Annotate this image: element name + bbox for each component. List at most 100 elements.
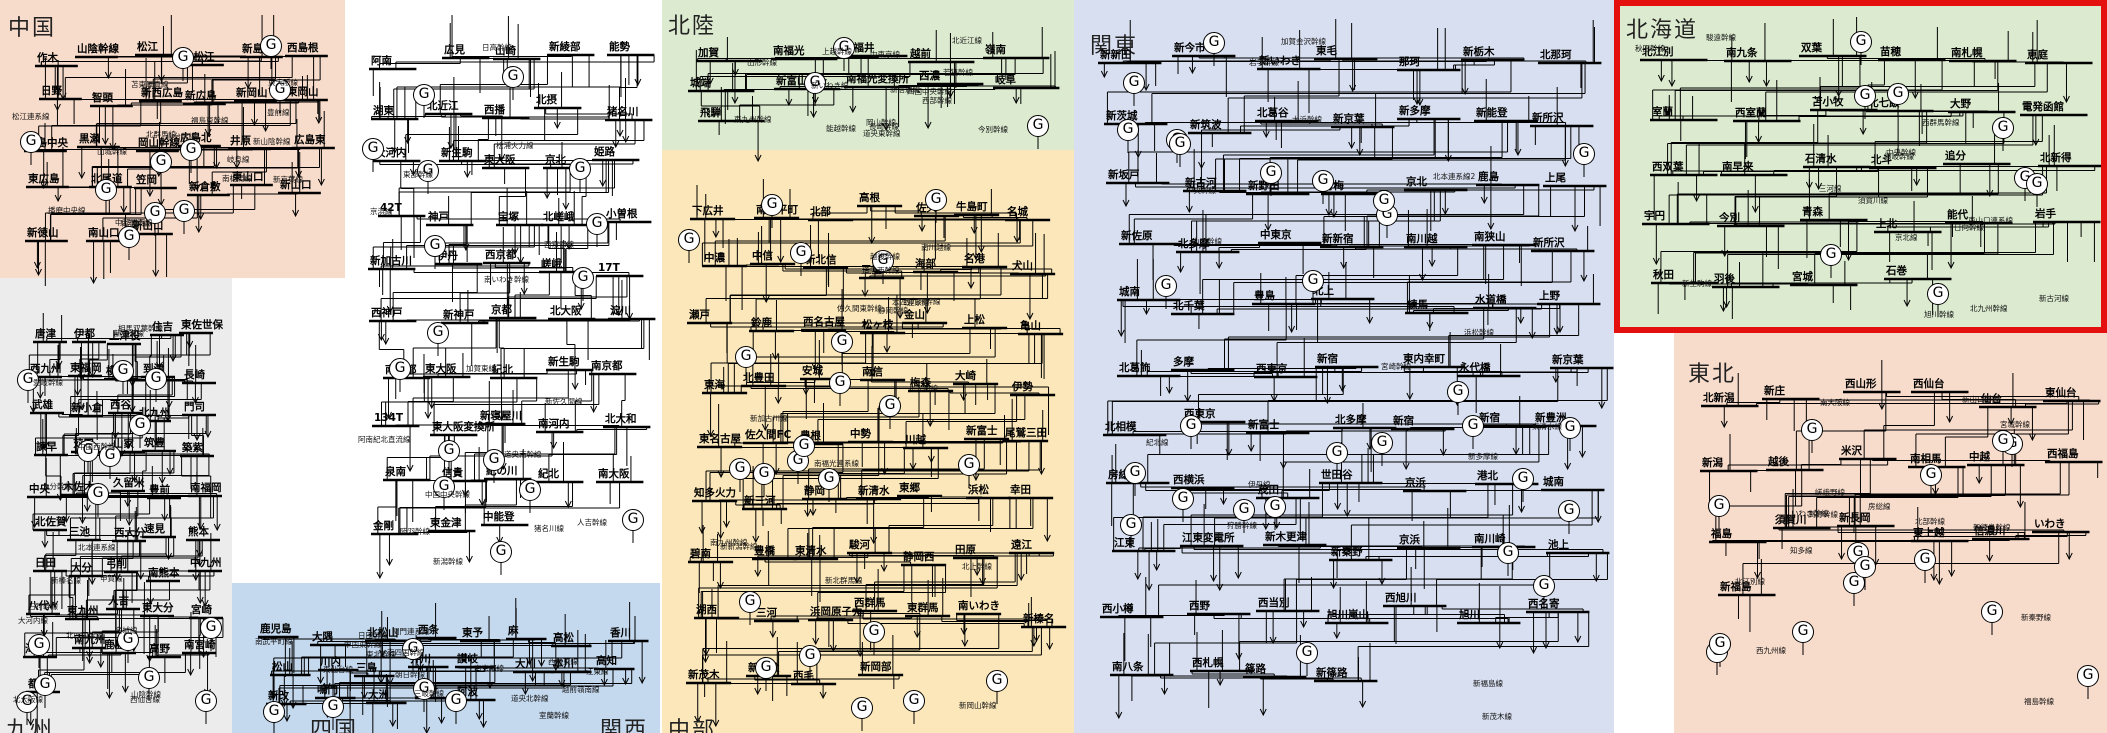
substation-label: 東大阪: [484, 154, 516, 166]
generator-icon: G: [138, 667, 160, 689]
substation-label: 中能登: [483, 511, 515, 523]
substation-label: 築紫: [182, 442, 203, 454]
line-name-label: 西群馬幹線: [1922, 118, 1960, 127]
substation-label: 南早来: [1722, 161, 1754, 173]
substation-label: 新潟: [1702, 457, 1723, 469]
line-name-label: 東北幹線: [366, 650, 396, 659]
substation-label: 碧南: [690, 548, 711, 560]
substation-label: 134T: [374, 412, 403, 424]
line-name-label: 中国西幹線: [78, 442, 116, 451]
line-name-label: 新いわき線: [811, 81, 849, 90]
substation-label: 東広島: [28, 173, 60, 185]
substation-label: 東郷: [899, 482, 920, 494]
substation-label: 池上: [1548, 539, 1569, 551]
substation-label: 伊都: [74, 328, 95, 340]
substation-label: 嵯峨: [541, 258, 562, 270]
line-name-label: 宮崎幹線: [1381, 362, 1411, 371]
substation-label: 石巻: [1886, 265, 1907, 277]
substation-label: 南八条: [1112, 661, 1144, 673]
substation-label: 永代橋: [1459, 362, 1491, 374]
substation-label: 京都: [491, 304, 512, 316]
substation-label: 東清水: [795, 545, 827, 557]
generator-icon: G: [755, 657, 777, 679]
substation-label: 西京都: [485, 249, 517, 261]
generator-icon: G: [1914, 549, 1936, 571]
substation-label: 東上越: [1913, 527, 1945, 539]
substation-label: 東海: [704, 379, 725, 391]
substation-label: 人吉: [108, 595, 129, 607]
line-name-label: 北上幹線: [962, 562, 992, 571]
line-name-label: 越後幹線: [870, 252, 900, 261]
line-name-label: 大分幹線: [42, 482, 72, 491]
line-name-label: 大浜幹線: [1292, 115, 1322, 124]
substation-label: 京北: [545, 154, 566, 166]
substation-label: 三河: [756, 607, 777, 619]
substation-label: 北豊田: [743, 372, 775, 384]
substation-label: 石清水: [1805, 153, 1837, 165]
substation-label: 旭川嵐山: [1327, 609, 1369, 621]
generator-icon: G: [87, 483, 109, 505]
substation-label: 大分: [71, 562, 92, 574]
generator-icon: G: [761, 194, 783, 216]
line-name-label: 新多摩線: [1468, 452, 1498, 461]
substation-label: 久留米: [113, 477, 145, 489]
generator-icon: G: [793, 435, 815, 457]
substation-label: 南京都: [591, 360, 623, 372]
substation-label: 新富山: [776, 75, 808, 87]
substation-label: 西濃: [919, 70, 940, 82]
line-name-label: 三河線: [1819, 184, 1842, 193]
generator-icon: G: [413, 84, 435, 106]
substation-label: 武雄: [32, 399, 53, 411]
substation-label: 日田: [35, 557, 56, 569]
line-name-label: 駿遠幹線: [1706, 33, 1736, 42]
line-name-label: 北大阪線: [13, 695, 43, 704]
generator-icon: G: [1887, 83, 1909, 105]
generator-icon: G: [427, 322, 449, 344]
generator-icon: G: [118, 226, 140, 248]
substation-label: 南相馬: [1910, 453, 1942, 465]
generator-icon: G: [490, 541, 512, 563]
line-name-label: 相馬双葉幹線: [118, 324, 163, 333]
substation-label: 西室蘭: [1735, 107, 1767, 119]
substation-label: 北大阪: [550, 305, 582, 317]
line-name-label: 道央東幹線: [863, 129, 901, 138]
generator-icon: G: [1462, 415, 1484, 437]
generator-icon: G: [95, 179, 117, 201]
generator-icon: G: [1027, 115, 1049, 137]
substation-label: 旭川: [1459, 609, 1480, 621]
substation-label: 熊本: [188, 526, 209, 538]
substation-label: 恵庭: [2027, 49, 2048, 61]
substation-label: 東佐世保: [181, 319, 223, 331]
line-name-label: 陸羽幹線: [400, 527, 430, 536]
line-name-label: 岐阜線: [227, 155, 250, 164]
line-name-label: 松浦火力線: [496, 141, 534, 150]
substation-label: 猪名川: [607, 106, 639, 118]
substation-label: 能勢: [609, 41, 630, 53]
substation-label: 苫小牧: [1812, 96, 1844, 108]
generator-icon: G: [1447, 381, 1469, 403]
generator-icon: G: [424, 235, 446, 257]
generator-icon: G: [28, 634, 50, 656]
substation-label: 新新田: [1100, 49, 1132, 61]
line-name-label: 若狭幹線: [943, 68, 973, 77]
generator-icon: G: [799, 645, 821, 667]
substation-label: 駿河: [849, 539, 870, 551]
substation-label: 東仙台: [2045, 387, 2077, 399]
substation-label: 西小樽: [1102, 603, 1134, 615]
substation-label: 青森: [1802, 206, 1823, 218]
substation-label: 北新得: [2040, 152, 2072, 164]
generator-icon: G: [1801, 419, 1823, 441]
line-name-label: 西京都線: [544, 240, 574, 249]
substation-label: 水道橋: [1475, 294, 1507, 306]
line-name-label: 新山口幹線: [1962, 395, 2000, 404]
substation-label: 北嵯峨: [543, 211, 575, 223]
generator-icon: G: [1169, 133, 1191, 155]
line-name-label: 福島幹線: [2024, 697, 2054, 706]
substation-label: 鹿児島: [260, 623, 292, 635]
generator-icon: G: [1373, 190, 1395, 212]
substation-label: 南河内: [538, 418, 570, 430]
substation-label: 江東: [1114, 537, 1135, 549]
generator-icon: G: [1233, 499, 1255, 521]
substation-label: 黒瀬: [79, 133, 100, 145]
substation-label: 西神戸: [371, 307, 403, 319]
